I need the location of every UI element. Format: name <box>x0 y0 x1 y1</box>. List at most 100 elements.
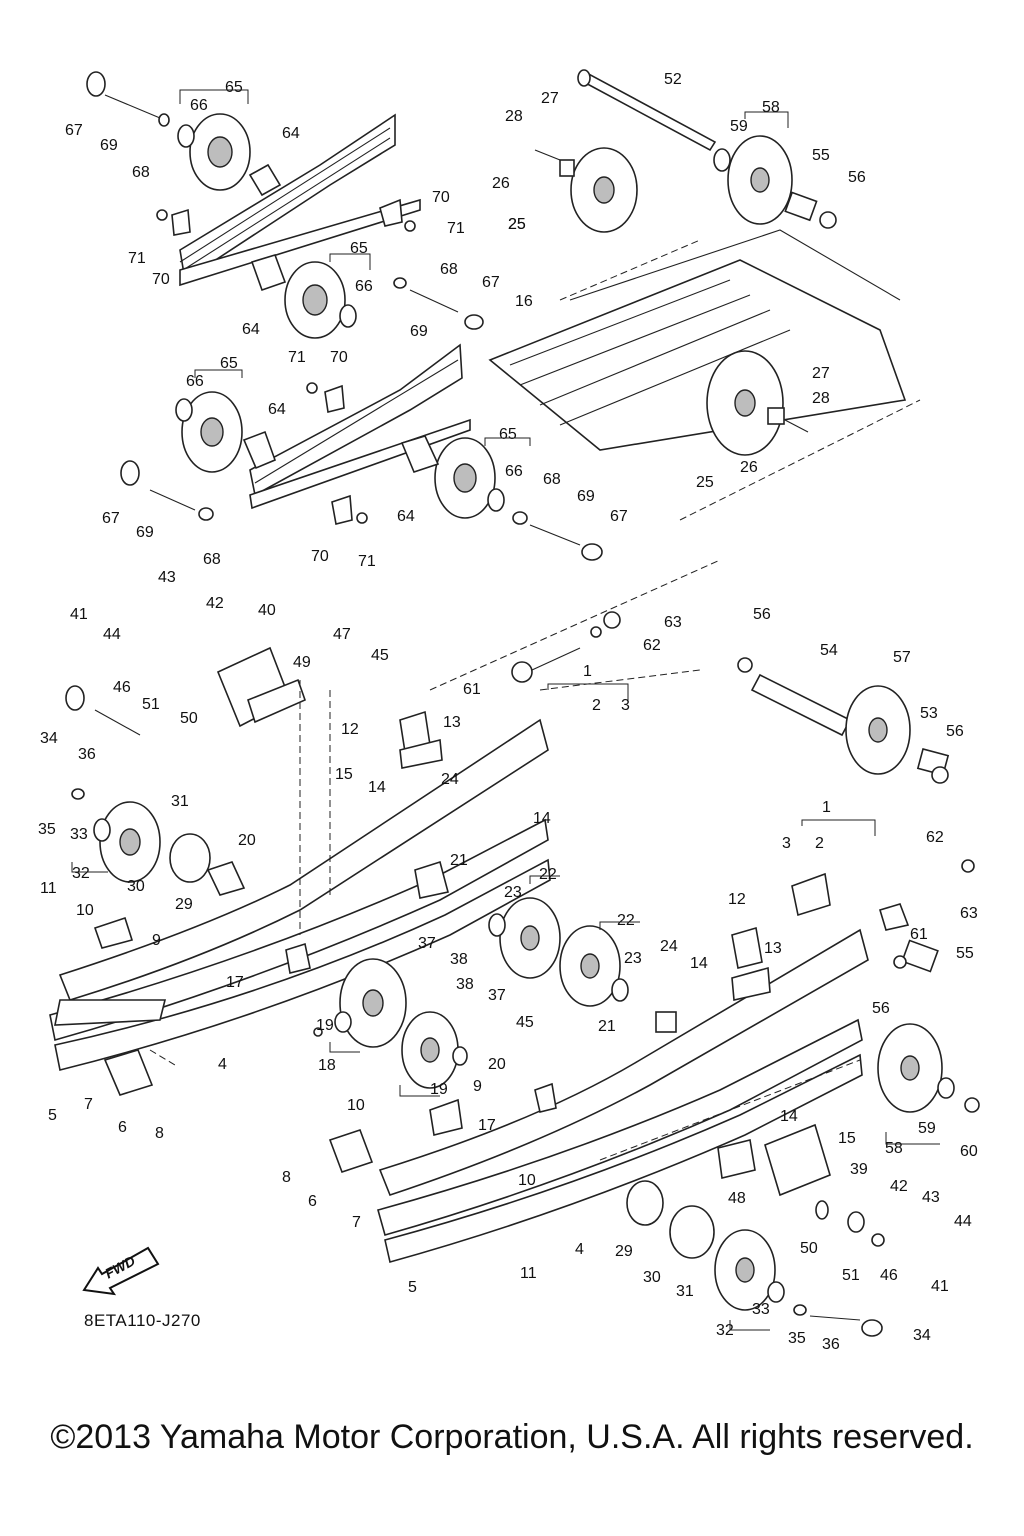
cross-shaft-group <box>429 559 950 784</box>
callout: 10 <box>347 1097 365 1114</box>
left-slide-rail-lower <box>49 818 549 1042</box>
callout: 58 <box>885 1140 903 1157</box>
callout: 59 <box>730 118 748 135</box>
rear-axle-and-track-group <box>488 69 921 521</box>
callout: 38 <box>456 976 474 993</box>
callout: 57 <box>893 649 911 666</box>
callout: 37 <box>488 987 506 1004</box>
callout: 33 <box>752 1301 770 1318</box>
callout: 59 <box>918 1120 936 1137</box>
callout: 27 <box>812 365 830 382</box>
callout: 25 <box>508 216 526 233</box>
callout: 34 <box>913 1327 931 1344</box>
exploded-view-drawing: 67 66 65 69 68 64 70 71 71 70 65 68 66 6… <box>38 69 980 1353</box>
right-slide-rail <box>378 928 869 1196</box>
callout: 18 <box>318 1057 336 1074</box>
callout: 17 <box>478 1117 496 1134</box>
callout: 68 <box>440 261 458 278</box>
callout: 31 <box>676 1283 694 1300</box>
callout: 70 <box>330 349 348 366</box>
callout: 43 <box>158 569 176 586</box>
callout: 28 <box>505 108 523 125</box>
callout: 58 <box>762 99 780 116</box>
callout: 35 <box>788 1330 806 1347</box>
callout: 8 <box>282 1169 291 1186</box>
housing-39 <box>764 1123 831 1197</box>
callout: 12 <box>728 891 746 908</box>
right-hyfax-runner <box>377 1018 863 1236</box>
callout: 24 <box>660 938 678 955</box>
callout: 9 <box>473 1078 482 1095</box>
callout: 55 <box>956 945 974 962</box>
callout: 19 <box>430 1081 448 1098</box>
callout: 66 <box>186 373 204 390</box>
callout: 10 <box>518 1172 536 1189</box>
drive-track <box>488 259 907 451</box>
left-slide-rail <box>58 718 549 1001</box>
callout: 63 <box>664 614 682 631</box>
callout: 32 <box>716 1322 734 1339</box>
callout: 32 <box>72 865 90 882</box>
callout: 65 <box>225 79 243 96</box>
callout: 14 <box>780 1108 798 1125</box>
callout: 14 <box>690 955 708 972</box>
callout: 64 <box>282 125 300 142</box>
collar <box>86 71 106 97</box>
callout: 67 <box>102 510 120 527</box>
callout: 44 <box>103 626 121 643</box>
callout: 47 <box>333 626 351 643</box>
callout: 30 <box>127 878 145 895</box>
callout: 45 <box>371 647 389 664</box>
callout: 11 <box>40 880 57 897</box>
callout: 53 <box>920 705 938 722</box>
callout: 30 <box>643 1269 661 1286</box>
callout: 52 <box>664 71 682 88</box>
middle-left-rail-group <box>120 343 603 561</box>
callout: 15 <box>335 766 353 783</box>
callout: 12 <box>341 721 359 738</box>
callout: 36 <box>822 1336 840 1353</box>
callout: 24 <box>441 771 459 788</box>
callout: 64 <box>397 508 415 525</box>
callout: 65 <box>220 355 238 372</box>
callout: 55 <box>812 147 830 164</box>
callout: 21 <box>598 1018 616 1035</box>
callout: 20 <box>488 1056 506 1073</box>
callout: 61 <box>910 926 928 943</box>
diagram-code: 8ETA110-J270 <box>84 1311 201 1330</box>
callout: 35 <box>38 821 56 838</box>
callout: 66 <box>355 278 373 295</box>
rear-stopper <box>328 1128 374 1174</box>
left-slide-rail-group <box>49 646 629 1096</box>
callout: 29 <box>175 896 193 913</box>
bracket-lines <box>71 89 940 1331</box>
callout: 43 <box>922 1189 940 1206</box>
callout: 56 <box>946 723 964 740</box>
callout: 10 <box>76 902 94 919</box>
right-slide-rail-group <box>313 859 980 1337</box>
callout: 61 <box>463 681 481 698</box>
callout: 68 <box>543 471 561 488</box>
callout: 39 <box>850 1161 868 1178</box>
callout: 21 <box>450 852 468 869</box>
callout: 6 <box>308 1193 317 1210</box>
callout: 31 <box>171 793 189 810</box>
callout: 51 <box>142 696 160 713</box>
callout: 41 <box>931 1278 949 1295</box>
callout: 50 <box>180 710 198 727</box>
callout: 44 <box>954 1213 972 1230</box>
callout: 45 <box>516 1014 534 1031</box>
callout: 71 <box>128 250 146 267</box>
callout: 1 <box>583 663 592 680</box>
callout: 67 <box>65 122 83 139</box>
callout: 56 <box>848 169 866 186</box>
callout: 38 <box>450 951 468 968</box>
callout: 48 <box>728 1190 746 1207</box>
callout: 25 <box>508 216 526 233</box>
callout: 71 <box>358 553 376 570</box>
callout: 2 <box>592 697 601 714</box>
callout: 6 <box>118 1119 127 1136</box>
callout: 19 <box>316 1017 334 1034</box>
callout: 46 <box>113 679 131 696</box>
callout: 40 <box>258 602 276 619</box>
